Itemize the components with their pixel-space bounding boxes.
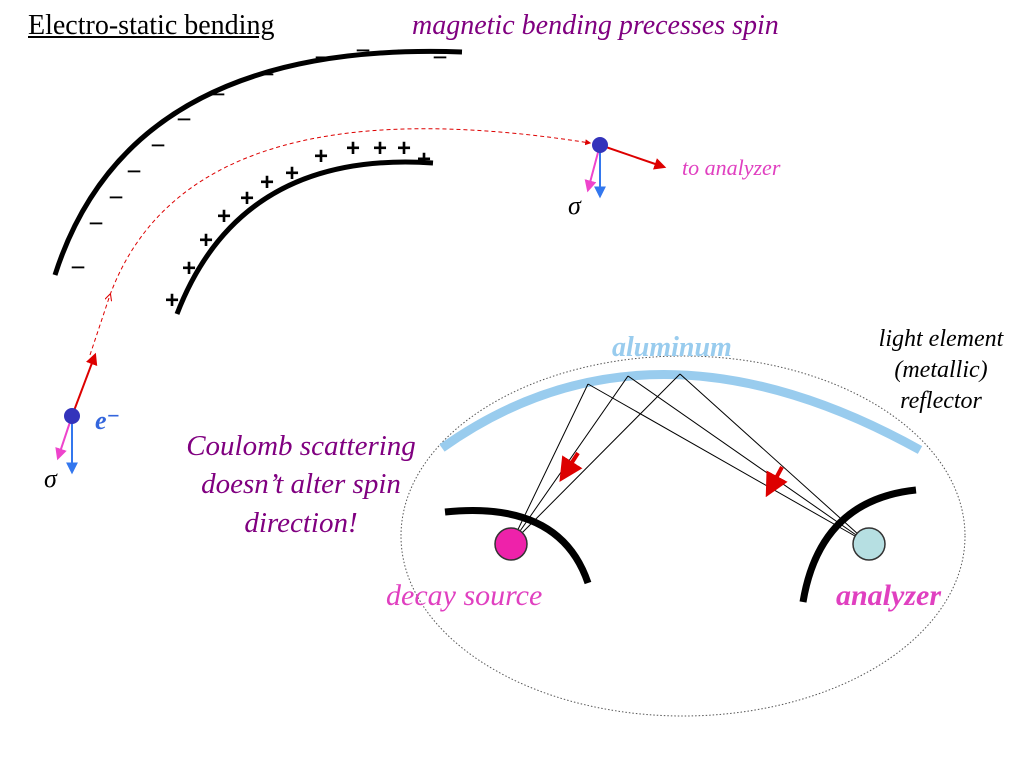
outer-plate-charges: − − − − − − − − − − − − [70, 35, 447, 282]
negative-charge: − [432, 42, 447, 72]
positive-charge: + [260, 169, 274, 196]
positive-charge: + [373, 135, 387, 162]
scattering-rays [510, 373, 870, 545]
ray [627, 375, 870, 545]
positive-charge: + [199, 227, 213, 254]
spin-vector-label: σ⃗ [44, 464, 78, 493]
spin-direction-arrow [559, 451, 583, 483]
to-analyzer-label: to analyzer [682, 155, 781, 180]
decay-source-label: decay source [386, 579, 543, 612]
aluminum-reflector [439, 370, 923, 454]
negative-charge: − [126, 156, 141, 186]
electron-trajectory-arc [109, 128, 592, 296]
decay-source [494, 527, 528, 561]
electron-dot [64, 408, 80, 424]
analyzer-label: analyzer [836, 579, 941, 612]
outer-deflector-plate [52, 48, 463, 276]
negative-charge: − [259, 59, 274, 89]
electron-label: e⁻ [95, 406, 121, 435]
momentum-arrow [599, 144, 667, 170]
positive-charge: + [217, 203, 231, 230]
electron-dot [592, 137, 608, 153]
positive-charge: + [165, 287, 179, 314]
positive-charge: + [314, 143, 328, 170]
positive-charge: + [240, 185, 254, 212]
positive-charge: + [182, 255, 196, 282]
ray [510, 373, 681, 545]
inner-plate-charges: + + + + + + + + + + + + [165, 135, 431, 314]
positive-charge: + [397, 135, 411, 162]
aluminum-label: aluminum [612, 332, 732, 363]
positive-charge: + [417, 146, 431, 173]
negative-charge: − [108, 182, 123, 212]
negative-charge: − [88, 208, 103, 238]
magnetic-bending-note: magnetic bending precesses spin [412, 10, 779, 41]
electron-trajectory [89, 295, 110, 356]
analyzer-shield [799, 486, 917, 603]
analyzer-detector [852, 527, 886, 561]
negative-charge: − [150, 130, 165, 160]
negative-charge: − [210, 79, 225, 109]
spin-vector-label: σ⃗ [568, 191, 602, 220]
reflector-note: light element (metallic) reflector [878, 326, 1004, 415]
chamber-outline [400, 355, 966, 717]
negative-charge: − [355, 35, 370, 65]
negative-charge: − [176, 104, 191, 134]
spin-direction-arrow [765, 466, 788, 498]
ray [587, 383, 870, 545]
positive-charge: + [346, 135, 360, 162]
source-shield [444, 507, 592, 585]
ray [679, 373, 870, 545]
inner-deflector-plate [174, 159, 434, 315]
negative-charge: − [396, 35, 411, 65]
momentum-arrow [71, 352, 98, 417]
positive-charge: + [285, 160, 299, 187]
negative-charge: − [314, 42, 329, 72]
page-title: Electro-static bending [28, 10, 275, 41]
negative-charge: − [70, 252, 85, 282]
coulomb-note: Coulomb scattering doesn’t alter spin di… [186, 430, 416, 539]
